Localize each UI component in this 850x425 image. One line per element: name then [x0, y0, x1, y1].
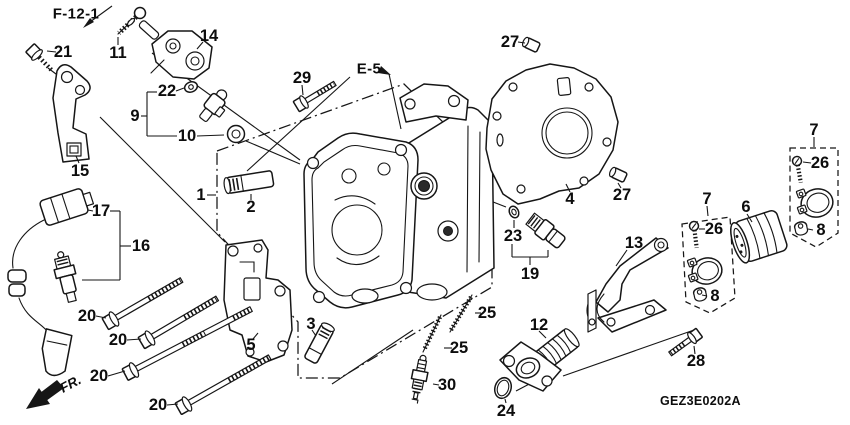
part-29-bolt [292, 80, 337, 113]
part-3-valve-guide [304, 322, 335, 364]
part-label-27-16: 27 [613, 186, 631, 204]
part-6-insulator [730, 210, 788, 264]
part-label-26-18: 26 [811, 154, 829, 172]
part-label-20-35: 20 [78, 307, 96, 325]
assembly-axis-lines [89, 5, 695, 392]
part-label-22-5: 22 [158, 82, 176, 100]
kit-box-7-left [681, 216, 736, 314]
part-label-6-23: 6 [741, 198, 750, 216]
part-12-pipe-joint [499, 328, 580, 392]
part-label-9-6: 9 [130, 107, 139, 125]
part-25-studs [422, 294, 473, 353]
part-label-14-4: 14 [200, 27, 219, 45]
drawing-code: GEZ3E0202A [660, 394, 741, 408]
part-label-20-38: 20 [149, 396, 167, 414]
kit-7-left [686, 220, 723, 302]
part-label-27-14: 27 [501, 33, 519, 51]
part-label-23-26: 23 [504, 227, 522, 245]
part-22-nut [183, 81, 199, 93]
kit-7-right [791, 155, 834, 236]
kit-box-7-right [789, 147, 839, 248]
part-label-10-7: 10 [178, 127, 196, 145]
part-label-21-2: 21 [54, 43, 72, 61]
part-label-4-15: 4 [565, 190, 575, 208]
part-19-sensor [525, 212, 566, 249]
part-label-3-33: 3 [306, 315, 315, 333]
part-4-head-gasket [485, 63, 619, 205]
cylinder-head [303, 83, 495, 309]
e5-arrow-icon [378, 66, 391, 75]
part-label-16-10: 16 [132, 237, 150, 255]
part-label-20-36: 20 [109, 331, 127, 349]
part-label-7-20: 7 [702, 190, 711, 208]
f12-1-arrow-icon [83, 18, 94, 28]
part-2-valve-guide [223, 170, 275, 195]
part-label-2-12: 2 [246, 198, 255, 216]
part-21-bolt [25, 43, 54, 73]
part-label-19-27: 19 [521, 265, 539, 283]
part-24-o-ring [493, 376, 513, 400]
part-label-30-32: 30 [438, 376, 456, 394]
part-label-26-21: 26 [705, 220, 723, 238]
part-17-sensor [53, 251, 77, 303]
part-label-5-34: 5 [246, 336, 255, 354]
part-14-holder [138, 20, 213, 80]
part-label-24-29: 24 [497, 402, 516, 420]
part-11-bolt [117, 6, 147, 35]
part-label-7-17: 7 [809, 121, 818, 139]
part-27-pin-right [608, 166, 628, 183]
part-28-bolt [668, 327, 703, 357]
part-label-8-19: 8 [816, 221, 825, 239]
part-label-1-11: 1 [196, 186, 205, 204]
part-30-spark-plug [410, 354, 429, 404]
part-label-25-31: 25 [450, 339, 468, 357]
part-label-13-24: 13 [625, 234, 643, 252]
part-13-bracket [586, 237, 669, 333]
label-leader-lines [46, 37, 814, 406]
part-20-bolts [101, 277, 272, 415]
part-27-pin-top [521, 36, 541, 53]
ref-label-e-5-1: E-5 [357, 61, 382, 78]
part-label-11-3: 11 [109, 44, 126, 62]
front-direction-label: FR. [57, 372, 83, 395]
part-16-sensor-harness [7, 188, 95, 377]
part-9-valve [199, 89, 228, 122]
part-label-17-9: 17 [92, 202, 110, 220]
part-label-15-8: 15 [71, 162, 89, 180]
part-label-29-13: 29 [293, 69, 311, 87]
ref-label-f-12-1-0: F-12-1 [53, 6, 100, 23]
part-label-8-22: 8 [710, 287, 719, 305]
part-label-25-30: 25 [478, 304, 496, 322]
part-label-20-37: 20 [90, 367, 108, 385]
part-label-28-25: 28 [687, 352, 705, 370]
part-23-washer [508, 205, 520, 219]
part-10-washer [226, 124, 246, 144]
part-label-12-28: 12 [530, 316, 548, 334]
part-5-plate [223, 239, 293, 363]
part-15-bracket [52, 64, 91, 163]
front-direction-arrow-icon [26, 380, 64, 409]
